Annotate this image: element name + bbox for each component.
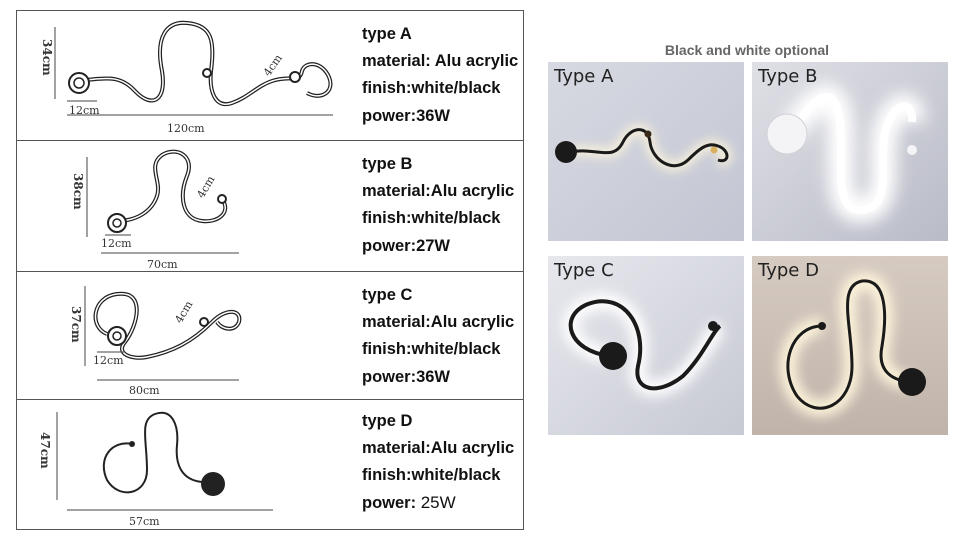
type-a-title: type A — [362, 25, 412, 43]
photo-c-base-disc — [599, 342, 627, 370]
type-a-joint — [202, 68, 212, 78]
photo-b-base-disc — [766, 113, 808, 155]
type-d-dimension-drawing: 47cm 57cm — [38, 411, 273, 528]
type-b-width-label: 70cm — [147, 258, 178, 271]
photo-a-base-disc — [555, 141, 577, 163]
type-b-title: type B — [362, 155, 413, 173]
type-b-material: material:Alu acrylic — [362, 182, 515, 200]
type-d-width-label: 57cm — [129, 515, 160, 528]
type-a-finish: finish:white/black — [362, 79, 501, 97]
type-b-end-label: 12cm — [101, 237, 132, 250]
type-c-material: material:Alu acrylic — [362, 313, 515, 331]
type-d-material: material:Alu acrylic — [362, 439, 515, 457]
type-b-height-label: 38cm — [71, 173, 85, 210]
type-a-lamp-outline — [78, 20, 333, 107]
photo-type-c: Type C — [548, 256, 744, 435]
type-a-power: power:36W — [362, 107, 451, 125]
photo-b-label: Type B — [758, 66, 818, 87]
type-c-dimension-drawing: 37cm 12cm 4cm 80cm — [69, 286, 242, 397]
type-c-finish: finish:white/black — [362, 340, 501, 358]
type-c-head-label: 4cm — [172, 298, 195, 325]
type-c-power: power:36W — [362, 368, 451, 386]
type-a-dimension-drawing: 34cm 12cm 4cm 120cm — [40, 20, 333, 135]
spec-panel-d: 47cm 57cm type D material:Alu acrylic fi… — [16, 399, 524, 530]
photo-d-base-disc — [898, 368, 926, 396]
type-a-material: material: Alu acrylic — [362, 52, 519, 70]
type-b-spec: type B material:Alu acrylic finish:white… — [362, 151, 514, 260]
spec-panel-b: 38cm 12cm 4cm 70cm type B material:Alu a… — [16, 140, 524, 272]
type-c-title: type C — [362, 286, 413, 304]
type-a-spec: type A material: Alu acrylic finish:whit… — [362, 21, 518, 130]
type-d-height-label: 47cm — [38, 432, 52, 469]
type-a-end-label: 12cm — [69, 104, 100, 117]
type-d-finish: finish:white/black — [362, 466, 501, 484]
type-d-title: type D — [362, 412, 413, 430]
type-a-head-label: 4cm — [261, 51, 286, 78]
type-c-width-label: 80cm — [129, 384, 160, 397]
type-c-height-label: 37cm — [69, 306, 83, 343]
photo-type-a: Type A — [548, 62, 744, 241]
type-a-base-disc — [68, 72, 90, 94]
type-c-lamp-outline — [93, 291, 242, 360]
photo-a-label: Type A — [554, 66, 614, 87]
type-b-power: power:27W — [362, 237, 451, 255]
type-c-spec: type C material:Alu acrylic finish:white… — [362, 282, 514, 391]
type-d-base-disc — [201, 472, 225, 496]
type-d-spec: type D material:Alu acrylic finish:white… — [362, 408, 514, 517]
type-b-head-label: 4cm — [194, 173, 217, 200]
spec-panel-c: 37cm 12cm 4cm 80cm type C material:Alu a… — [16, 271, 524, 400]
type-c-end-label: 12cm — [93, 354, 124, 367]
type-d-lamp-outline — [102, 411, 203, 494]
type-a-head — [289, 71, 301, 83]
photo-type-d: Type D — [752, 256, 948, 435]
type-b-dimension-drawing: 38cm 12cm 4cm 70cm — [71, 149, 239, 271]
type-a-width-label: 120cm — [167, 122, 205, 135]
photo-type-b: Type B — [752, 62, 948, 241]
photo-d-label: Type D — [758, 260, 819, 281]
spec-panel-a: 34cm 12cm 4cm 120cm type A material: Alu… — [16, 10, 524, 141]
type-d-power: power: 25W — [362, 493, 456, 512]
type-b-finish: finish:white/black — [362, 209, 501, 227]
type-a-height-label: 34cm — [40, 39, 54, 76]
photo-grid-title: Black and white optional — [664, 42, 830, 58]
photo-c-label: Type C — [554, 260, 614, 281]
